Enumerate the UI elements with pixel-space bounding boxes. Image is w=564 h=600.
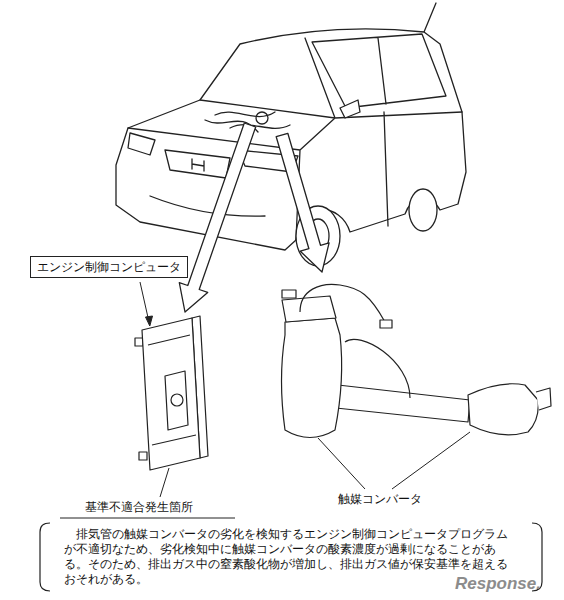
front-converter (282, 318, 342, 438)
pointer-arrows (179, 123, 329, 312)
leader-line (140, 282, 149, 322)
leader-line (318, 438, 365, 489)
ecu-connector (165, 371, 188, 430)
sensor-plug (282, 290, 296, 298)
emblem (192, 159, 204, 171)
side-window (312, 34, 446, 108)
leader-line (160, 468, 169, 497)
part-name-box: エンジン制御コンピュータ (30, 256, 188, 278)
leader-lines (60, 282, 470, 518)
location-label: 基準不適合発生箇所 (85, 500, 193, 514)
ecu-rib (148, 335, 196, 445)
exhaust-pipe (336, 385, 470, 422)
body-lines (128, 38, 462, 240)
ecu-case (142, 318, 200, 470)
car-illustration (116, 3, 466, 266)
mount-tab (135, 338, 143, 346)
underline (60, 518, 235, 519)
rear-wheel (409, 189, 437, 231)
part-label: 触媒コンバータ (338, 492, 422, 506)
leader-arrowhead (146, 316, 153, 326)
outlet-pipe (536, 388, 551, 410)
car-body (116, 29, 466, 250)
ecu-illustration (135, 316, 208, 470)
headlight (128, 133, 298, 172)
node-text: エンジン制御コンピュータ (37, 260, 181, 274)
sensor-plug (380, 320, 392, 328)
hollow-arrow (179, 123, 255, 312)
grille (165, 150, 230, 178)
hollow-arrow (276, 133, 329, 272)
antenna (424, 3, 436, 32)
rear-converter (468, 384, 538, 435)
node-text: 排気管の触媒コンバータの劣化を検知するエンジン制御コンピュータプログラムが不適切… (64, 527, 518, 587)
engine-part (256, 112, 268, 124)
manifold-flange (282, 296, 336, 322)
connector-bolt (171, 394, 183, 406)
mount-tab (139, 452, 147, 460)
sensor-wire (300, 284, 410, 398)
watermark: Response. (455, 574, 541, 593)
lower-grille (150, 196, 265, 216)
catalytic-converter-illustration (282, 284, 552, 437)
side-mirror (340, 100, 360, 118)
leader-line (392, 432, 470, 489)
